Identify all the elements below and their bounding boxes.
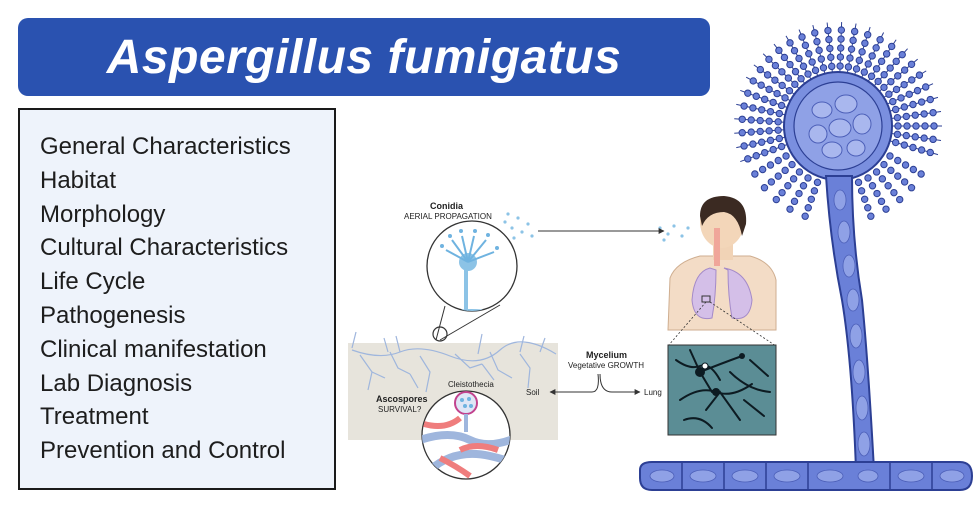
topic-item: Life Cycle [40,268,146,296]
lung-micrograph [667,344,777,436]
ascospores-label: Ascospores [376,394,428,404]
soil-arrow [549,373,599,395]
title-banner: Aspergillus fumigatus [18,18,710,96]
conidia-sublabel: AERIAL PROPAGATION [404,212,492,221]
ascospores-sublabel: SURVIVAL? [378,405,422,414]
topic-item: General Characteristics [40,133,291,160]
mycelium-sublabel: Vegetative GROWTH [568,361,644,370]
soil-label: Soil [526,388,540,397]
cleistothecia-label: Cleistothecia [448,380,494,389]
mycelium-label: Mycelium [586,350,627,360]
lung-label: Lung [644,388,662,397]
topic-item: Lab Diagnosis [40,369,193,397]
topic-item: Treatment [40,403,149,431]
topic-item: Prevention and Control [40,437,286,465]
topic-item: Morphology [40,200,166,228]
conidia-circle [426,220,518,342]
human-figure [667,196,777,347]
topic-item: Cultural Characteristics [40,234,289,262]
lung-arrow [599,373,641,395]
topic-item: Pathogenesis [40,301,186,329]
cleistothecia-circle [421,390,511,480]
topic-item: Habitat [40,166,117,194]
aspergillus-conidiophore [639,22,974,491]
conidia-label: Conidia [430,201,464,211]
airborne-spores [503,212,690,242]
topic-item: Clinical manifestation [40,335,267,363]
page-title: Aspergillus fumigatus [106,30,622,84]
